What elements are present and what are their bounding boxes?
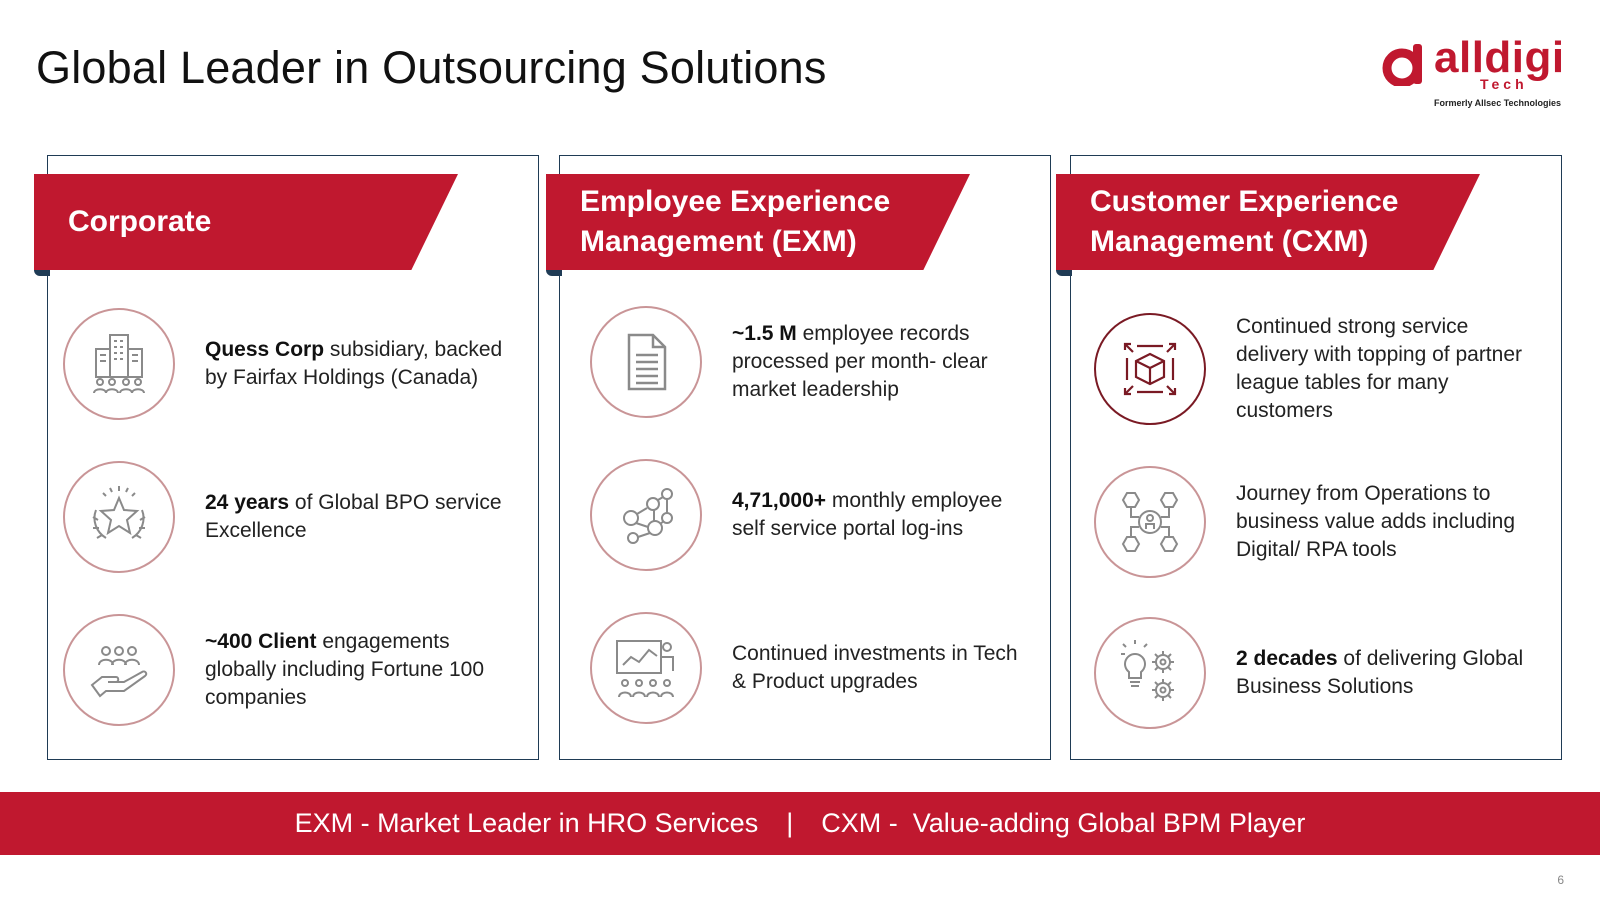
document-icon xyxy=(590,306,702,418)
list-item: ~400 Client engagements globally includi… xyxy=(63,614,505,726)
column-heading-text: Customer Experience Management (CXM) xyxy=(1090,185,1399,258)
logo-wordmark: alldigi xyxy=(1434,33,1565,82)
network-people-icon xyxy=(590,459,702,571)
page-number: 6 xyxy=(1557,873,1564,887)
item-text: Continued strong service delivery with t… xyxy=(1236,315,1522,422)
logo-subtitle: Tech xyxy=(1480,76,1528,92)
list-item: ~1.5 M employee records processed per mo… xyxy=(590,306,1032,418)
item-text: Journey from Operations to business valu… xyxy=(1236,482,1516,561)
office-building-people-icon xyxy=(63,308,175,420)
footer-right-text: CXM - Value-adding Global BPM Player xyxy=(821,808,1306,838)
alldigi-logo: alldigi Tech Formerly Allsec Technologie… xyxy=(1382,36,1572,110)
item-text: 2 decades of delivering Global Business … xyxy=(1236,647,1524,698)
item-text: ~1.5 M employee records processed per mo… xyxy=(732,322,988,401)
list-item: 4,71,000+ monthly employee self service … xyxy=(590,459,1032,571)
list-item: 24 years of Global BPO service Excellenc… xyxy=(63,461,505,573)
hand-holding-people-icon xyxy=(63,614,175,726)
slide-title: Global Leader in Outsourcing Solutions xyxy=(36,42,827,93)
cube-arrows-icon xyxy=(1094,313,1206,425)
item-text: 4,71,000+ monthly employee self service … xyxy=(732,489,1003,540)
column-heading-text: Employee Experience Management (EXM) xyxy=(580,185,891,258)
item-text: 24 years of Global BPO service Excellenc… xyxy=(205,491,502,542)
item-text: ~400 Client engagements globally includi… xyxy=(205,630,485,709)
column-heading-text: Corporate xyxy=(68,205,212,238)
list-item: 2 decades of delivering Global Business … xyxy=(1094,617,1536,729)
list-item: Continued investments in Tech & Product … xyxy=(590,612,1032,724)
footer-separator: | xyxy=(786,808,794,838)
alldigi-logo-mark-icon xyxy=(1382,44,1422,86)
footer-banner: EXM - Market Leader in HRO Services | CX… xyxy=(0,792,1600,855)
item-text: Quess Corp subsidiary, backed by Fairfax… xyxy=(205,338,503,389)
item-text: Continued investments in Tech & Product … xyxy=(732,642,1018,693)
hexagon-process-icon xyxy=(1094,466,1206,578)
footer-left-text: EXM - Market Leader in HRO Services xyxy=(294,808,759,838)
logo-formerly: Formerly Allsec Technologies xyxy=(1434,98,1562,108)
presentation-audience-icon xyxy=(590,612,702,724)
bulb-gears-icon xyxy=(1094,617,1206,729)
star-laurel-award-icon xyxy=(63,461,175,573)
list-item: Quess Corp subsidiary, backed by Fairfax… xyxy=(63,308,505,420)
list-item: Journey from Operations to business valu… xyxy=(1094,466,1536,578)
list-item: Continued strong service delivery with t… xyxy=(1094,313,1536,425)
